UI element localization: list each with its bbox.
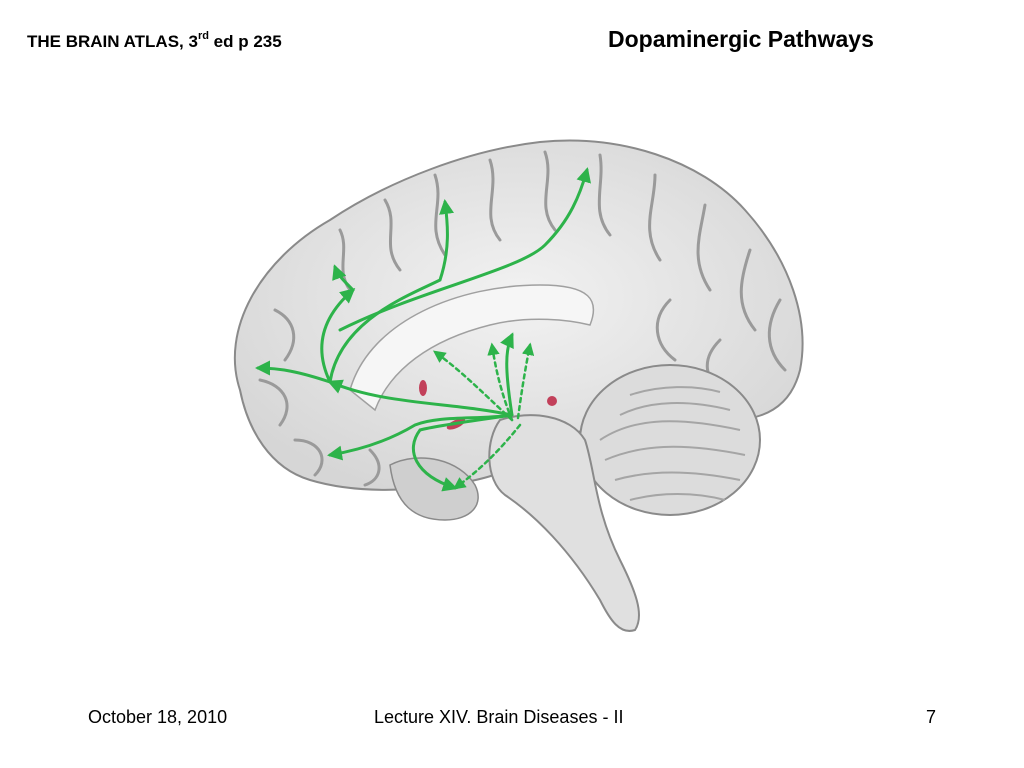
corpus-callosum <box>349 284 595 412</box>
nucleus-substantia-nigra <box>547 396 557 406</box>
tuberoinfundibular-pathways <box>432 342 535 490</box>
footer-date: October 18, 2010 <box>88 707 228 727</box>
brainstem <box>488 414 640 632</box>
source-superscript: rd <box>197 30 209 42</box>
mesocortical-pathways <box>255 167 591 492</box>
nucleus-hypothalamic <box>419 380 427 396</box>
footer-lecture-title: Lecture XIV. Brain Diseases - II <box>374 707 624 727</box>
temporal-region <box>389 457 479 521</box>
source-reference: THE BRAIN ATLAS, 3rd ed p 235 <box>27 30 282 52</box>
source-prefix: THE BRAIN ATLAS, 3 <box>27 32 198 51</box>
source-suffix: ed p 235 <box>208 32 282 51</box>
brain-sagittal-figure <box>233 139 804 632</box>
slide-title: Dopaminergic Pathways <box>608 26 874 52</box>
footer-page-number: 7 <box>926 707 937 727</box>
cerebellum <box>579 364 761 516</box>
